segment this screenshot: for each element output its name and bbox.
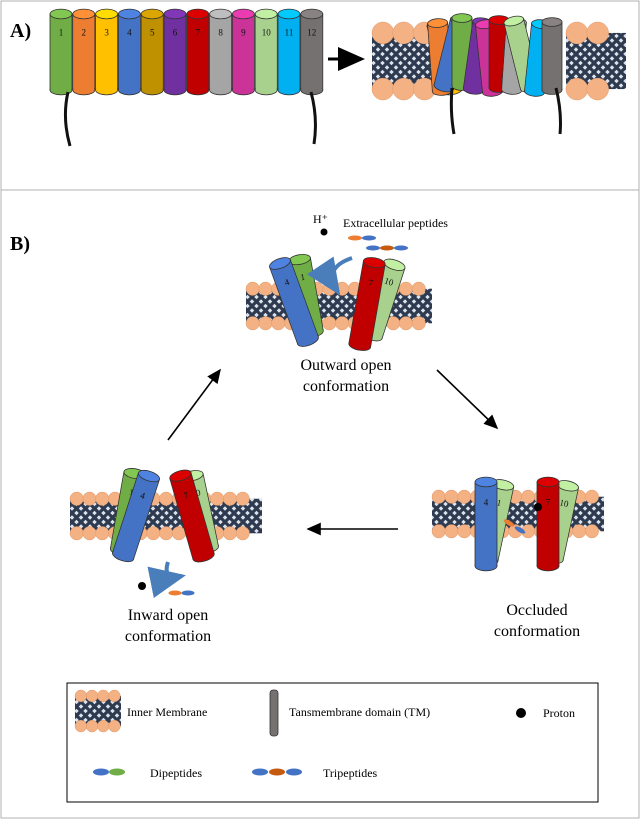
tm-helix-6-number: 6	[173, 27, 178, 37]
tm-helix-4-number: 4	[127, 27, 132, 37]
membrane-a-left	[371, 21, 436, 101]
legend-proton-label: Proton	[543, 706, 575, 720]
cycle-arrow-outward-to-occluded	[436, 369, 499, 430]
occluded-label-line2: conformation	[494, 623, 580, 640]
tm-helix-10-number: 10	[262, 27, 272, 37]
legend-tripeptides-label: Tripeptides	[323, 766, 378, 780]
extracellular-dipeptide	[348, 235, 376, 241]
tm-helix-8: 8	[209, 8, 233, 96]
tm-helix-9-number: 9	[241, 27, 246, 37]
embedded-helix-11	[541, 17, 563, 95]
tm-helix-1: 1	[49, 8, 73, 96]
inward-label-line2: conformation	[125, 628, 211, 645]
legend-dipeptide-swatch	[93, 768, 125, 776]
embedded-n-tail	[449, 87, 456, 135]
tm-helix-3-number: 3	[104, 27, 109, 37]
entry-curved-arrow	[306, 256, 353, 296]
occluded-tm-10-number: 10	[559, 497, 570, 509]
tm-helix-9: 9	[231, 8, 255, 96]
tm-helix-2-number: 2	[82, 27, 87, 37]
exit-curved-arrow	[147, 561, 186, 598]
occluded-tm-4: 4	[474, 476, 498, 572]
occluded-tm-7-number: 7	[546, 498, 551, 508]
proton-dot-occluded	[534, 503, 542, 511]
tm-helix-11: 11	[277, 8, 301, 96]
occluded-label-line1: Occluded	[506, 602, 567, 619]
membrane-a	[371, 21, 626, 101]
outward-tm-4: 4	[269, 257, 319, 347]
tm-helix-2: 2	[72, 8, 96, 96]
outward-label-line2: conformation	[303, 378, 389, 395]
extracellular-peptides-label: Extracellular peptides	[343, 216, 448, 230]
tm-helix-10: 10	[254, 8, 278, 96]
panel-a-label: A)	[10, 20, 31, 42]
inward-tm-7: 7	[169, 469, 215, 563]
legend-dipeptides-label: Dipeptides	[150, 766, 202, 780]
outward-tm-10-number: 10	[383, 276, 395, 288]
occluded-tm-7: 7	[536, 476, 560, 572]
extracellular-tripeptide	[366, 245, 408, 251]
tm-helix-1-number: 1	[59, 27, 64, 37]
tm-helix-12-number: 12	[307, 27, 316, 37]
inward-tm-4: 4	[112, 469, 160, 563]
tm-helix-8-number: 8	[218, 27, 223, 37]
legend-box	[66, 682, 599, 803]
legend-tm-swatch	[269, 689, 279, 737]
membrane-inward	[69, 491, 262, 541]
outward-tm-1-number: 1	[300, 272, 306, 283]
occluded-transporter: 14 10 7	[431, 476, 604, 572]
c-terminus-tail	[309, 91, 317, 145]
outward-tm-7: 7	[348, 257, 386, 351]
inward-tm-7-number: 7	[183, 490, 191, 501]
tm-helix-3: 3	[95, 8, 118, 96]
proton-dot-extracellular	[320, 228, 328, 236]
legend-proton-swatch	[516, 708, 526, 718]
inward-tm-4-number: 4	[139, 490, 147, 501]
cycle-arrow-inward-to-outward	[167, 368, 221, 441]
outward-tm-4-number: 4	[283, 277, 291, 288]
panel-b-frame	[0, 189, 640, 819]
legend-membrane-block	[74, 689, 121, 733]
outward-tm-7-number: 7	[368, 278, 375, 289]
occluded-tm-4-number: 4	[484, 498, 489, 508]
tm-helix-6: 6	[163, 8, 187, 96]
legend-membrane-swatch	[74, 689, 121, 733]
tm-helix-7: 7	[186, 8, 210, 96]
embedded-c-tail	[554, 87, 562, 135]
tm-helix-11-number: 11	[285, 27, 294, 37]
outward-open-transporter: 14 10 7	[245, 254, 432, 351]
tm-helix-7-number: 7	[196, 27, 201, 37]
proton-label: H⁺	[313, 212, 328, 226]
legend-membrane-label: Inner Membrane	[127, 705, 207, 719]
outward-label-line1: Outward open	[300, 357, 391, 374]
inward-label-line1: Inward open	[128, 607, 208, 624]
membrane-outward	[245, 281, 432, 331]
legend-tripeptide-swatch	[252, 768, 302, 776]
released-dipeptide	[168, 590, 195, 596]
occluded-dipeptide	[503, 519, 526, 534]
tm-helix-5: 5	[140, 8, 164, 96]
tm-helix-12: 12	[300, 8, 324, 96]
inward-tm-1-number: 1	[128, 487, 134, 498]
n-terminus-tail	[63, 91, 72, 147]
tm-helix-4: 4	[117, 8, 141, 96]
membrane-a-right	[565, 21, 626, 101]
embedded-helices	[426, 13, 563, 97]
occluded-tm-1-number: 1	[496, 497, 502, 508]
proton-dot-intracellular	[138, 582, 146, 590]
tm-helix-5-number: 5	[150, 27, 155, 37]
legend-tm-label: Tansmembrane domain (TM)	[289, 705, 430, 719]
panel-b-label: B)	[10, 233, 30, 255]
